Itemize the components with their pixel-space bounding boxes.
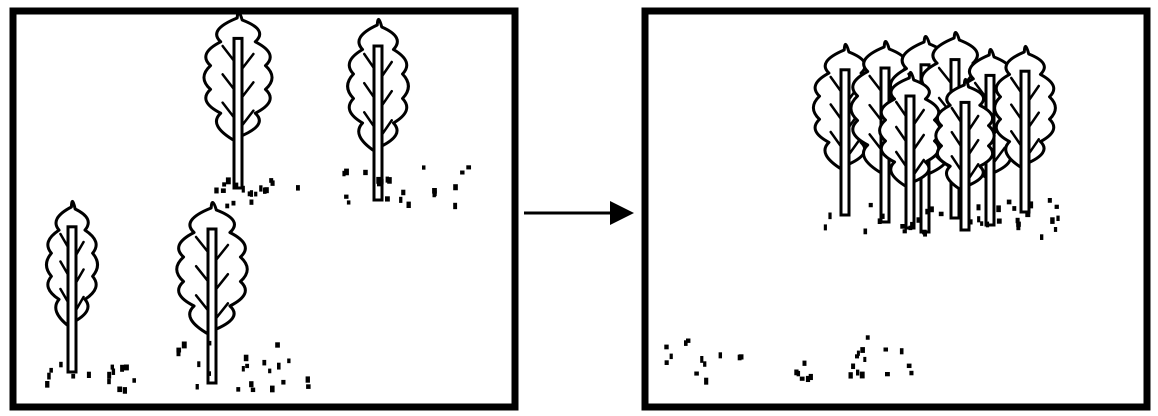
tree: [346, 18, 410, 202]
panel-after: [664, 31, 1060, 385]
soil-dots: [823, 198, 1060, 240]
panel-before: [44, 11, 472, 394]
panel-before-frame: [9, 7, 519, 411]
tree: [934, 78, 996, 232]
soil-dots: [342, 165, 472, 210]
panel-after-frame: [641, 7, 1151, 411]
soil-dots: [214, 177, 300, 209]
tree: [878, 71, 942, 230]
soil-dots: [664, 338, 744, 385]
tree: [44, 200, 100, 374]
transition-arrow: [524, 201, 634, 225]
soil-dots: [45, 361, 136, 394]
tree: [175, 201, 249, 385]
soil-dots: [794, 360, 813, 383]
soil-dots: [848, 335, 914, 379]
tree: [202, 11, 274, 190]
tree: [993, 45, 1057, 214]
soil-dots: [176, 340, 311, 393]
